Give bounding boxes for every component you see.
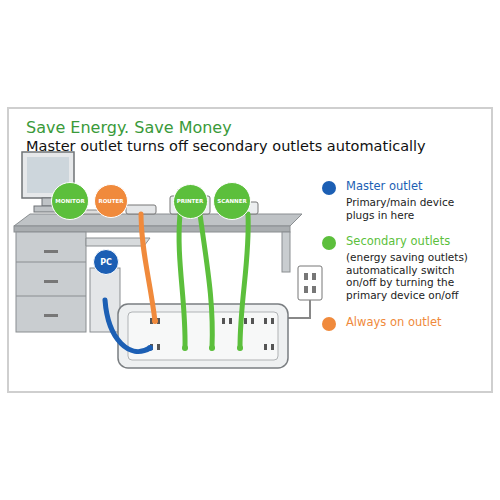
- device-callout: PRINTER: [173, 184, 208, 219]
- legend-note: Primary/main device plugs in here: [346, 196, 482, 221]
- secondary-cord: [179, 214, 185, 348]
- callout-text: PC: [100, 258, 112, 267]
- legend-swatch: [322, 181, 336, 195]
- master-callout: PC: [93, 249, 119, 275]
- legend-heading: Secondary outlets: [346, 235, 482, 249]
- title: Save Energy. Save Money: [26, 118, 232, 137]
- legend-swatch: [322, 317, 336, 331]
- desk-leg: [282, 232, 290, 272]
- device-callout: MONITOR: [51, 182, 89, 220]
- callout-text: SCANNER: [217, 198, 246, 204]
- legend-swatch: [322, 236, 336, 250]
- always-on-cord: [141, 214, 155, 321]
- legend-heading: Master outlet: [346, 180, 482, 194]
- legend-heading: Always on outlet: [346, 316, 482, 330]
- secondary-cord: [240, 214, 248, 348]
- legend-note: (energy saving outlets) automatically sw…: [346, 251, 482, 301]
- callout-text: PRINTER: [177, 198, 204, 204]
- master-cord: [105, 300, 150, 351]
- callout-text: MONITOR: [55, 198, 84, 204]
- secondary-cord: [200, 214, 212, 348]
- power-strip: [118, 304, 288, 368]
- desk-drawers: [16, 232, 86, 332]
- device-callout: ROUTER: [94, 184, 128, 218]
- subtitle: Master outlet turns off secondary outlet…: [26, 138, 426, 155]
- wall-outlet: [298, 266, 322, 300]
- card-border: [8, 108, 492, 392]
- callout-text: ROUTER: [98, 198, 123, 204]
- device-callout: SCANNER: [213, 182, 251, 220]
